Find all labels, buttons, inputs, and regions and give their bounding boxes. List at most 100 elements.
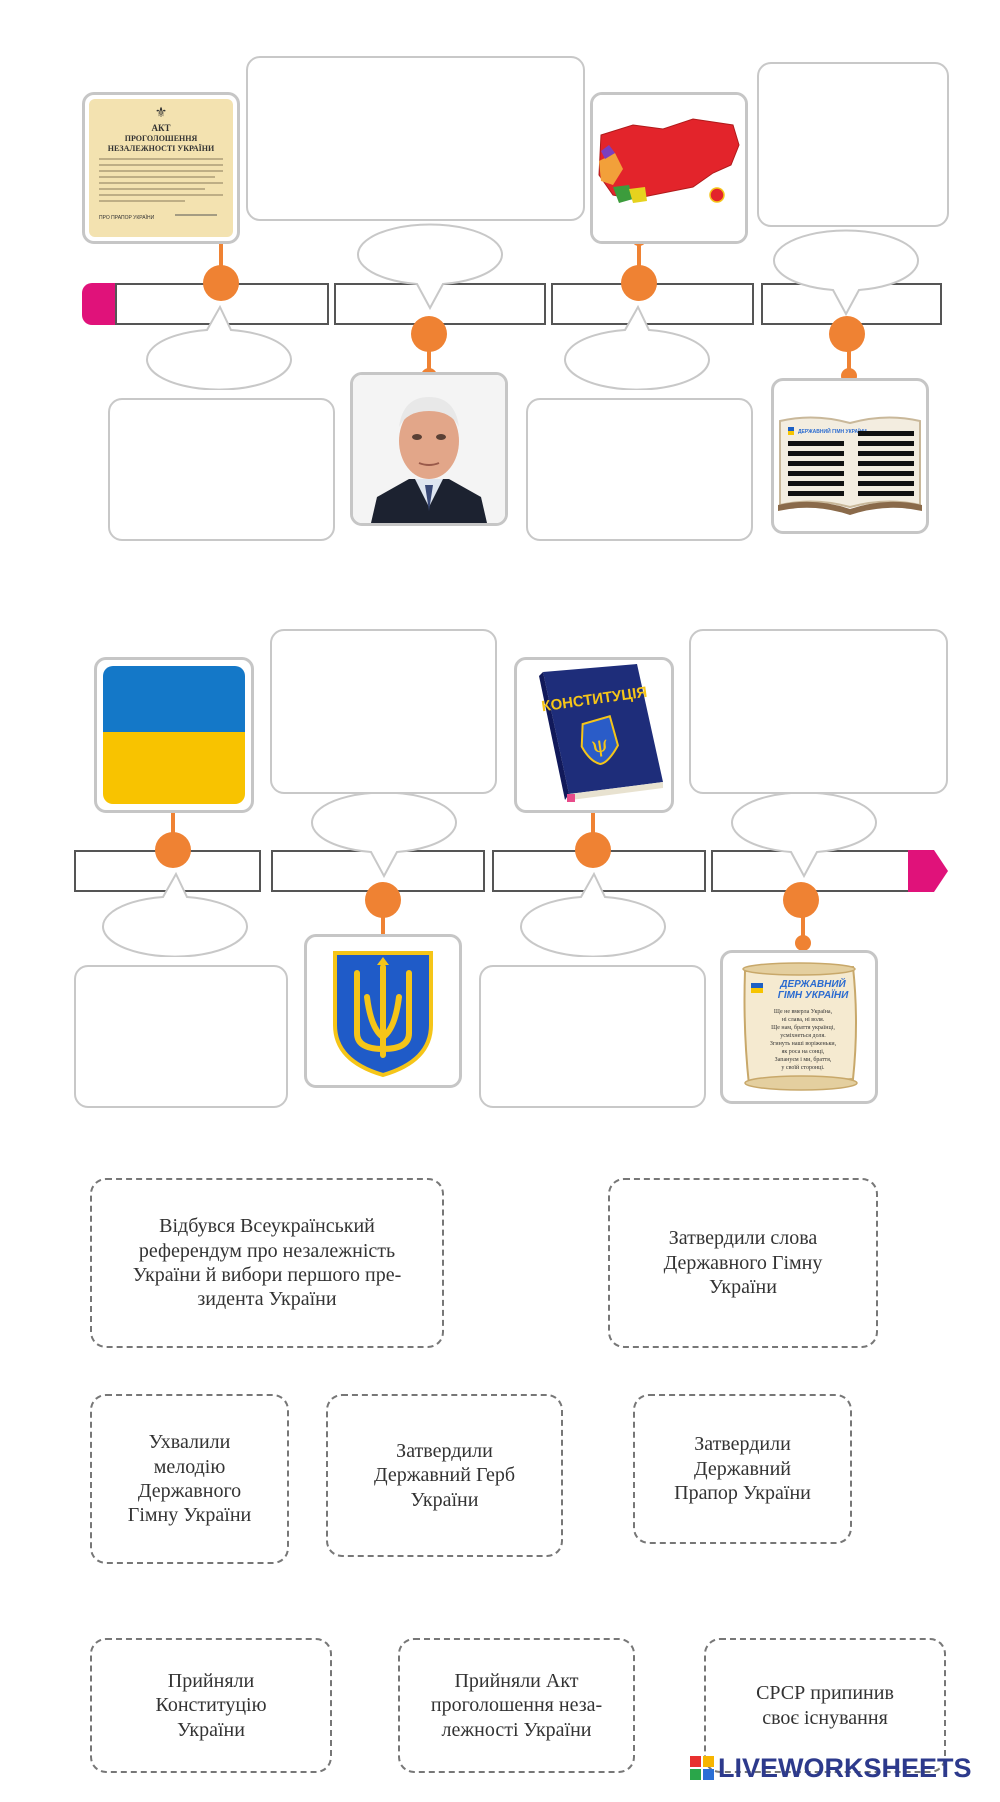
anthem-scroll-image: ДЕРЖАВНИЙ ГІМН УКРАЇНИ Ще не вмерла Укра…	[720, 950, 878, 1104]
anthem-line: Ще не вмерла Україна,	[774, 1009, 833, 1015]
card-text-line: Затвердили слова	[668, 1227, 818, 1250]
drop-box-bottom-1[interactable]	[108, 398, 335, 541]
card-text-line: Відбувся Всеукраїнський	[159, 1215, 375, 1238]
card-text-line: Прапор України	[674, 1482, 811, 1505]
card-text-line: Затвердили	[694, 1433, 791, 1456]
speech-bubble-above-2[interactable]	[355, 222, 505, 310]
timeline-dot-1	[203, 265, 239, 301]
act-title-line: АКТ	[151, 123, 170, 133]
svg-text:ДЕРЖАВНИЙ: ДЕРЖАВНИЙ	[779, 977, 846, 990]
card-text-line: мелодію	[153, 1455, 226, 1478]
timeline-dot-8	[783, 882, 819, 918]
liveworksheets-watermark: LIVEWORKSHEETS	[690, 1748, 972, 1788]
card-text-line: зидента України	[197, 1288, 337, 1311]
card-text-line: Конституцію	[155, 1694, 267, 1717]
svg-text:ψ: ψ	[589, 732, 610, 759]
card-text-line: СРСР припинив	[756, 1682, 894, 1705]
card-text-line: референдум про незалежність	[138, 1239, 396, 1262]
anthem-line: ні слава, ні воля.	[782, 1017, 825, 1023]
connector-stem	[219, 238, 223, 278]
card-text-line: України й вибори першого пре-	[132, 1264, 402, 1286]
drop-box-bottom-7[interactable]	[479, 965, 706, 1108]
svg-text:ПРО ПРАПОР УКРАЇНИ: ПРО ПРАПОР УКРАЇНИ	[99, 214, 155, 221]
act-title-line: ПРОГОЛОШЕННЯ	[125, 134, 198, 143]
connector-stem	[427, 340, 431, 376]
ussr-map-image	[590, 92, 748, 244]
timeline-dot-4	[829, 316, 865, 352]
timeline-end-arrow	[908, 850, 948, 892]
speech-bubble-below-5[interactable]	[101, 872, 251, 957]
anthem-book-image: ДЕРЖАВНИЙ ГІМН УКРАЇНИ	[771, 378, 929, 534]
anthem-line: Ще нам, браття українці,	[771, 1024, 835, 1031]
svg-text:ГІМН УКРАЇНИ: ГІМН УКРАЇНИ	[778, 988, 849, 1001]
card-text-line: Державного	[137, 1480, 242, 1502]
card-text-line: Державний Герб	[373, 1464, 516, 1487]
anthem-line: Згинуть наші воріженьки,	[770, 1041, 837, 1047]
card-text-line: своє існування	[762, 1706, 888, 1729]
anthem-line: Запануєм і ми, браття,	[775, 1056, 832, 1063]
speech-bubble-above-6[interactable]	[309, 790, 459, 878]
card-text-line: Гімну України	[127, 1504, 252, 1527]
timeline-dot-2	[411, 316, 447, 352]
drop-box-top-2[interactable]	[246, 56, 585, 221]
timeline-start-marker	[82, 283, 116, 325]
flag-blue-stripe	[103, 666, 245, 732]
connector-dot	[795, 935, 811, 951]
card-text-line: Державний	[693, 1457, 791, 1480]
card-text-line: проголошення неза-	[430, 1694, 603, 1717]
flag-yellow-stripe	[103, 732, 245, 804]
card-text-line: Прийняли	[167, 1669, 255, 1692]
anthem-line: як роса на сонці,	[782, 1049, 825, 1055]
drop-box-top-6[interactable]	[270, 629, 497, 794]
speech-bubble-above-8[interactable]	[729, 790, 879, 878]
speech-bubble-below-7[interactable]	[519, 872, 669, 957]
connector-stem	[637, 240, 641, 276]
ukraine-flag-image	[94, 657, 254, 813]
speech-bubble-above-4[interactable]	[771, 228, 921, 316]
drop-box-top-4[interactable]	[757, 62, 949, 227]
card-text-line: Затвердили	[396, 1439, 493, 1462]
card-text-line: України	[410, 1488, 479, 1511]
drop-box-top-8[interactable]	[689, 629, 948, 794]
svg-text:⚜: ⚜	[155, 105, 168, 121]
card-text-line: Державного Гімну	[663, 1251, 823, 1274]
card-text-line: Ухвалили	[148, 1431, 231, 1454]
timeline-dot-7	[575, 832, 611, 868]
act-document-image: ⚜ АКТ ПРОГОЛОШЕННЯ НЕЗАЛЕЖНОСТІ УКРАЇНИ …	[82, 92, 240, 244]
card-text-line: України	[177, 1718, 245, 1741]
drop-box-bottom-3[interactable]	[526, 398, 753, 541]
svg-text:ДЕРЖАВНИЙ ГІМН УКРАЇНИ: ДЕРЖАВНИЙ ГІМН УКРАЇНИ	[798, 427, 867, 435]
president-portrait-image	[350, 372, 508, 526]
connector-stem	[171, 808, 175, 848]
speech-bubble-below-1[interactable]	[145, 305, 295, 390]
connector-stem	[591, 808, 595, 848]
speech-bubble-below-3[interactable]	[563, 305, 713, 390]
act-title-line: НЕЗАЛЕЖНОСТІ УКРАЇНИ	[108, 144, 215, 153]
card-text-line: Прийняли Акт	[454, 1669, 579, 1692]
connector-stem	[801, 906, 805, 942]
anthem-line: у своїй сторонці.	[781, 1064, 825, 1071]
timeline-dot-6	[365, 882, 401, 918]
card-text-line: лежності України	[441, 1718, 592, 1741]
connector-stem	[847, 340, 851, 376]
drop-box-bottom-5[interactable]	[74, 965, 288, 1108]
timeline-dot-3	[621, 265, 657, 301]
connector-stem	[381, 906, 385, 942]
timeline-dot-5	[155, 832, 191, 868]
